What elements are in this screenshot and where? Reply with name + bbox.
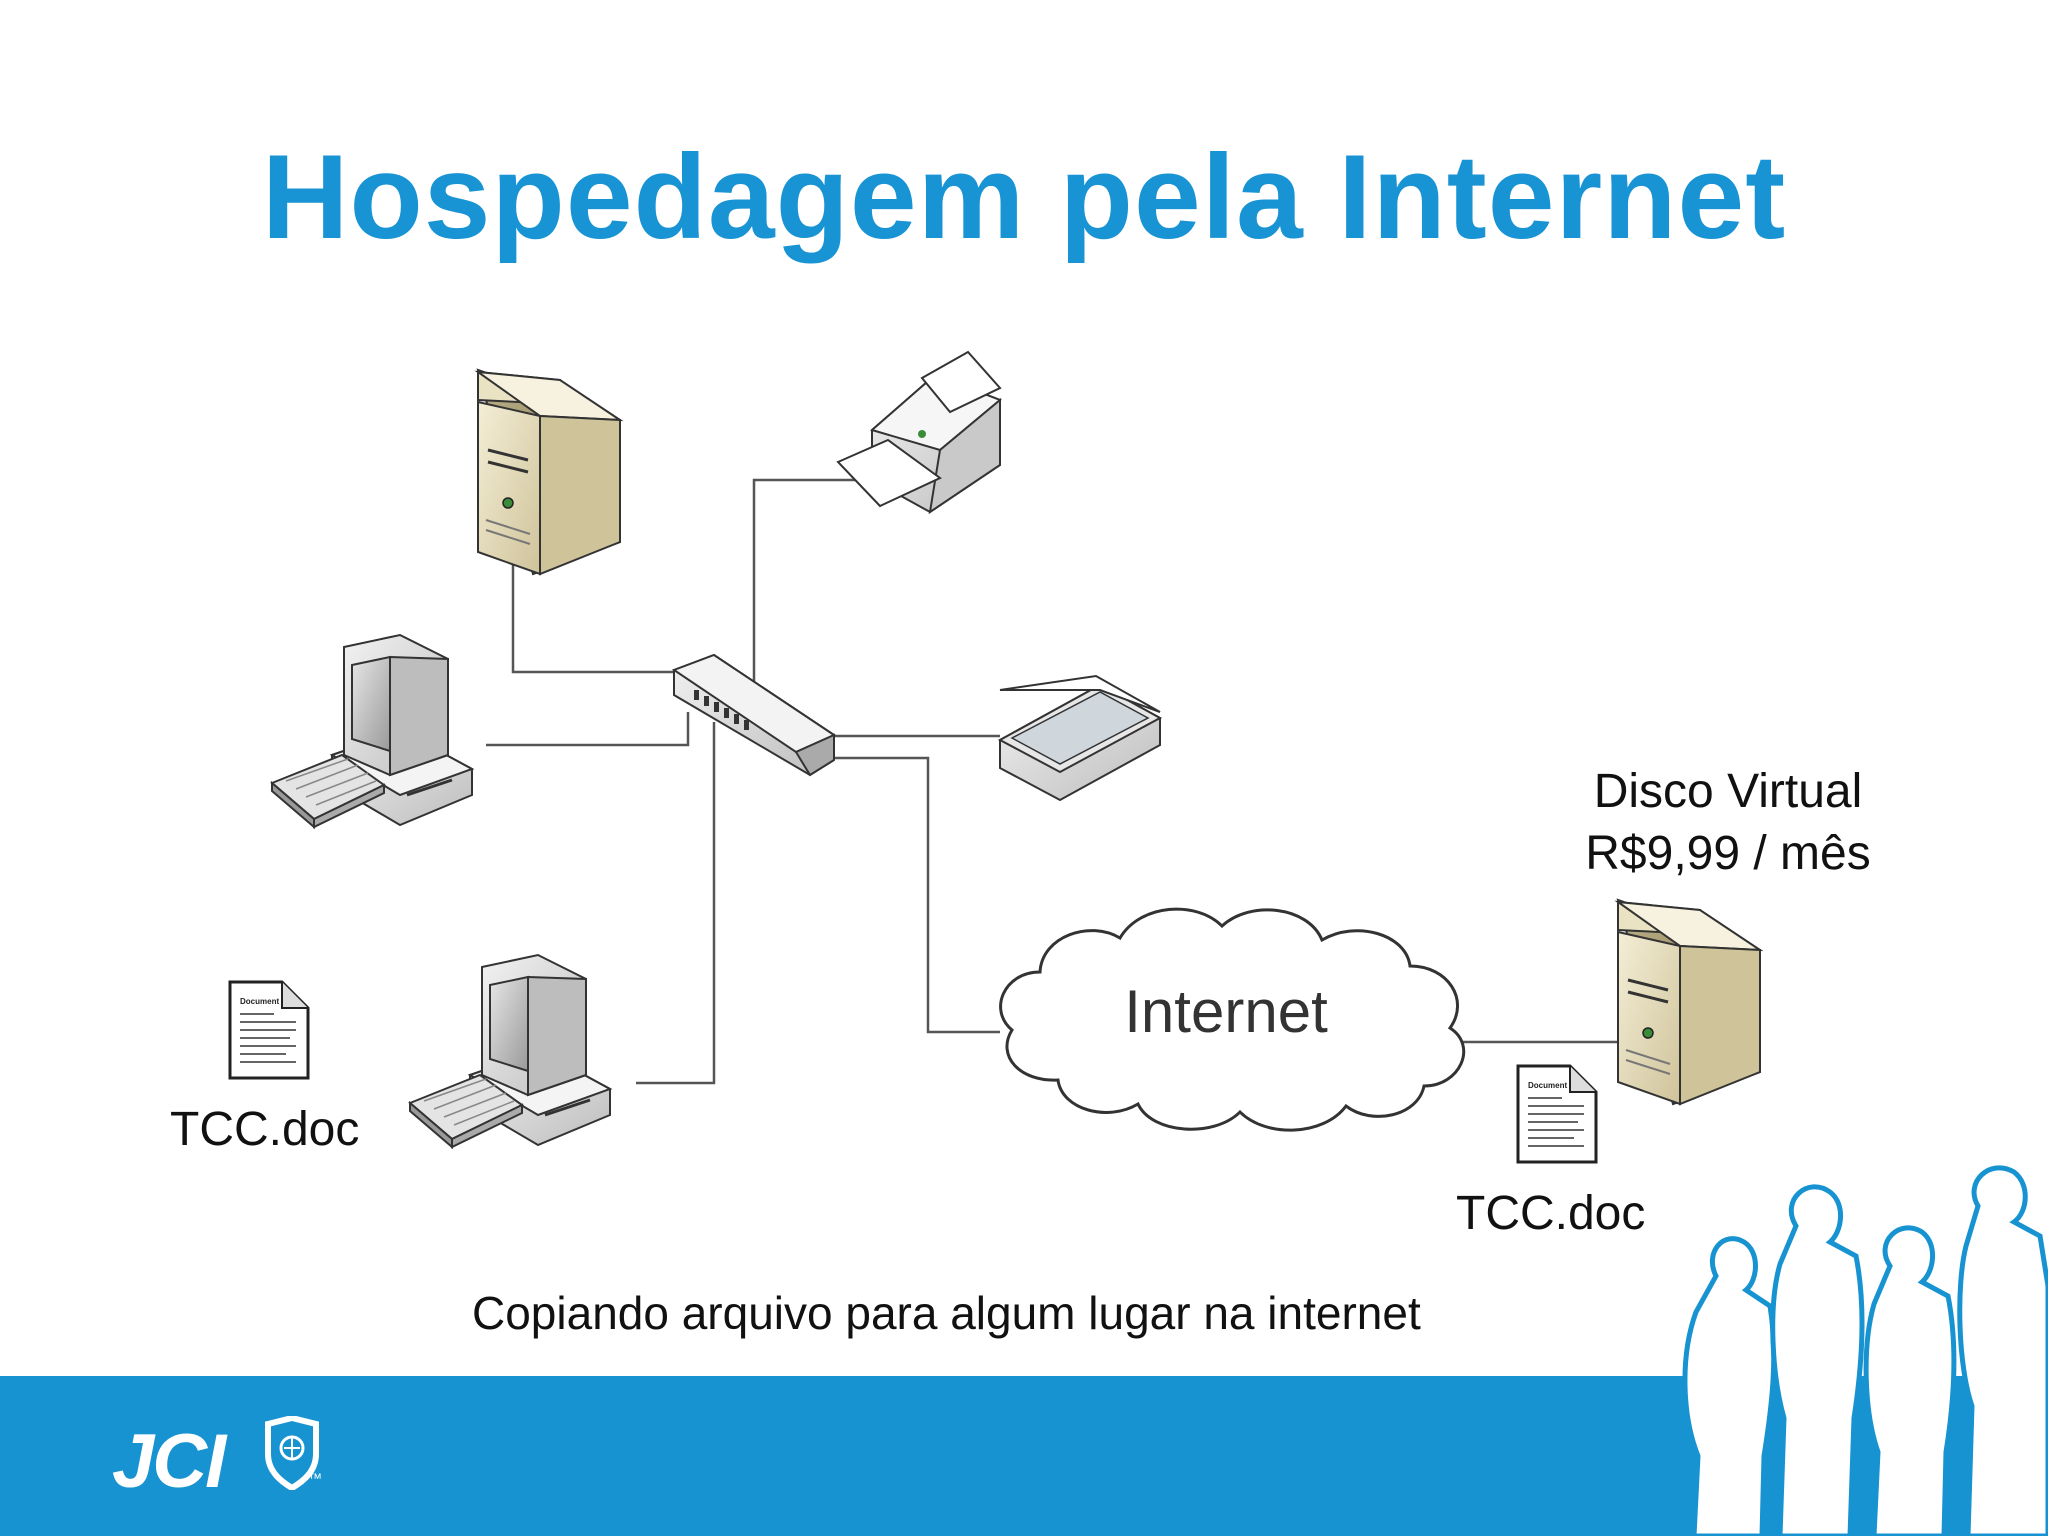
people-silhouette-icon: [1682, 1165, 2048, 1536]
slide-caption: Copiando arquivo para algum lugar na int…: [472, 1287, 1421, 1339]
trademark-mark: ™: [308, 1470, 322, 1486]
desktop-computer-icon: [270, 633, 475, 830]
keyboard-icon: [270, 753, 386, 830]
remote-server-icon: [1614, 898, 1764, 1106]
shield-icon: [265, 1416, 319, 1490]
desktop-computer-icon: [408, 953, 613, 1150]
link-switch-internet: [834, 756, 1000, 1034]
slide-title: Hospedagem pela Internet: [261, 130, 1787, 264]
server-tower-icon: [474, 368, 624, 576]
document-icon-text: Document: [1528, 1081, 1567, 1090]
document-icon-text: Document: [240, 997, 279, 1006]
printer-icon: [836, 350, 1002, 515]
internet-cloud-icon: Internet: [999, 907, 1466, 1132]
link-pc1-switch: [486, 712, 690, 747]
internet-cloud-label: Internet: [1124, 978, 1328, 1045]
link-pc2-switch: [636, 722, 716, 1085]
remote-file-label: TCC.doc: [1456, 1187, 1646, 1240]
link-printer-switch: [752, 478, 880, 720]
scanner-icon: [997, 674, 1163, 802]
network-switch-icon: [671, 653, 837, 777]
remote-document-icon: Document: [1516, 1064, 1598, 1164]
local-document-icon: Document: [228, 980, 310, 1080]
remote-server-price: R$9,99 / mês: [1585, 827, 1871, 880]
link-server-switch: [511, 565, 676, 674]
remote-server-title: Disco Virtual: [1593, 765, 1863, 818]
keyboard-icon: [408, 1073, 524, 1150]
local-file-label: TCC.doc: [170, 1103, 360, 1156]
jci-logo-text: JCI: [112, 1419, 226, 1504]
network-links: [486, 478, 1624, 1085]
